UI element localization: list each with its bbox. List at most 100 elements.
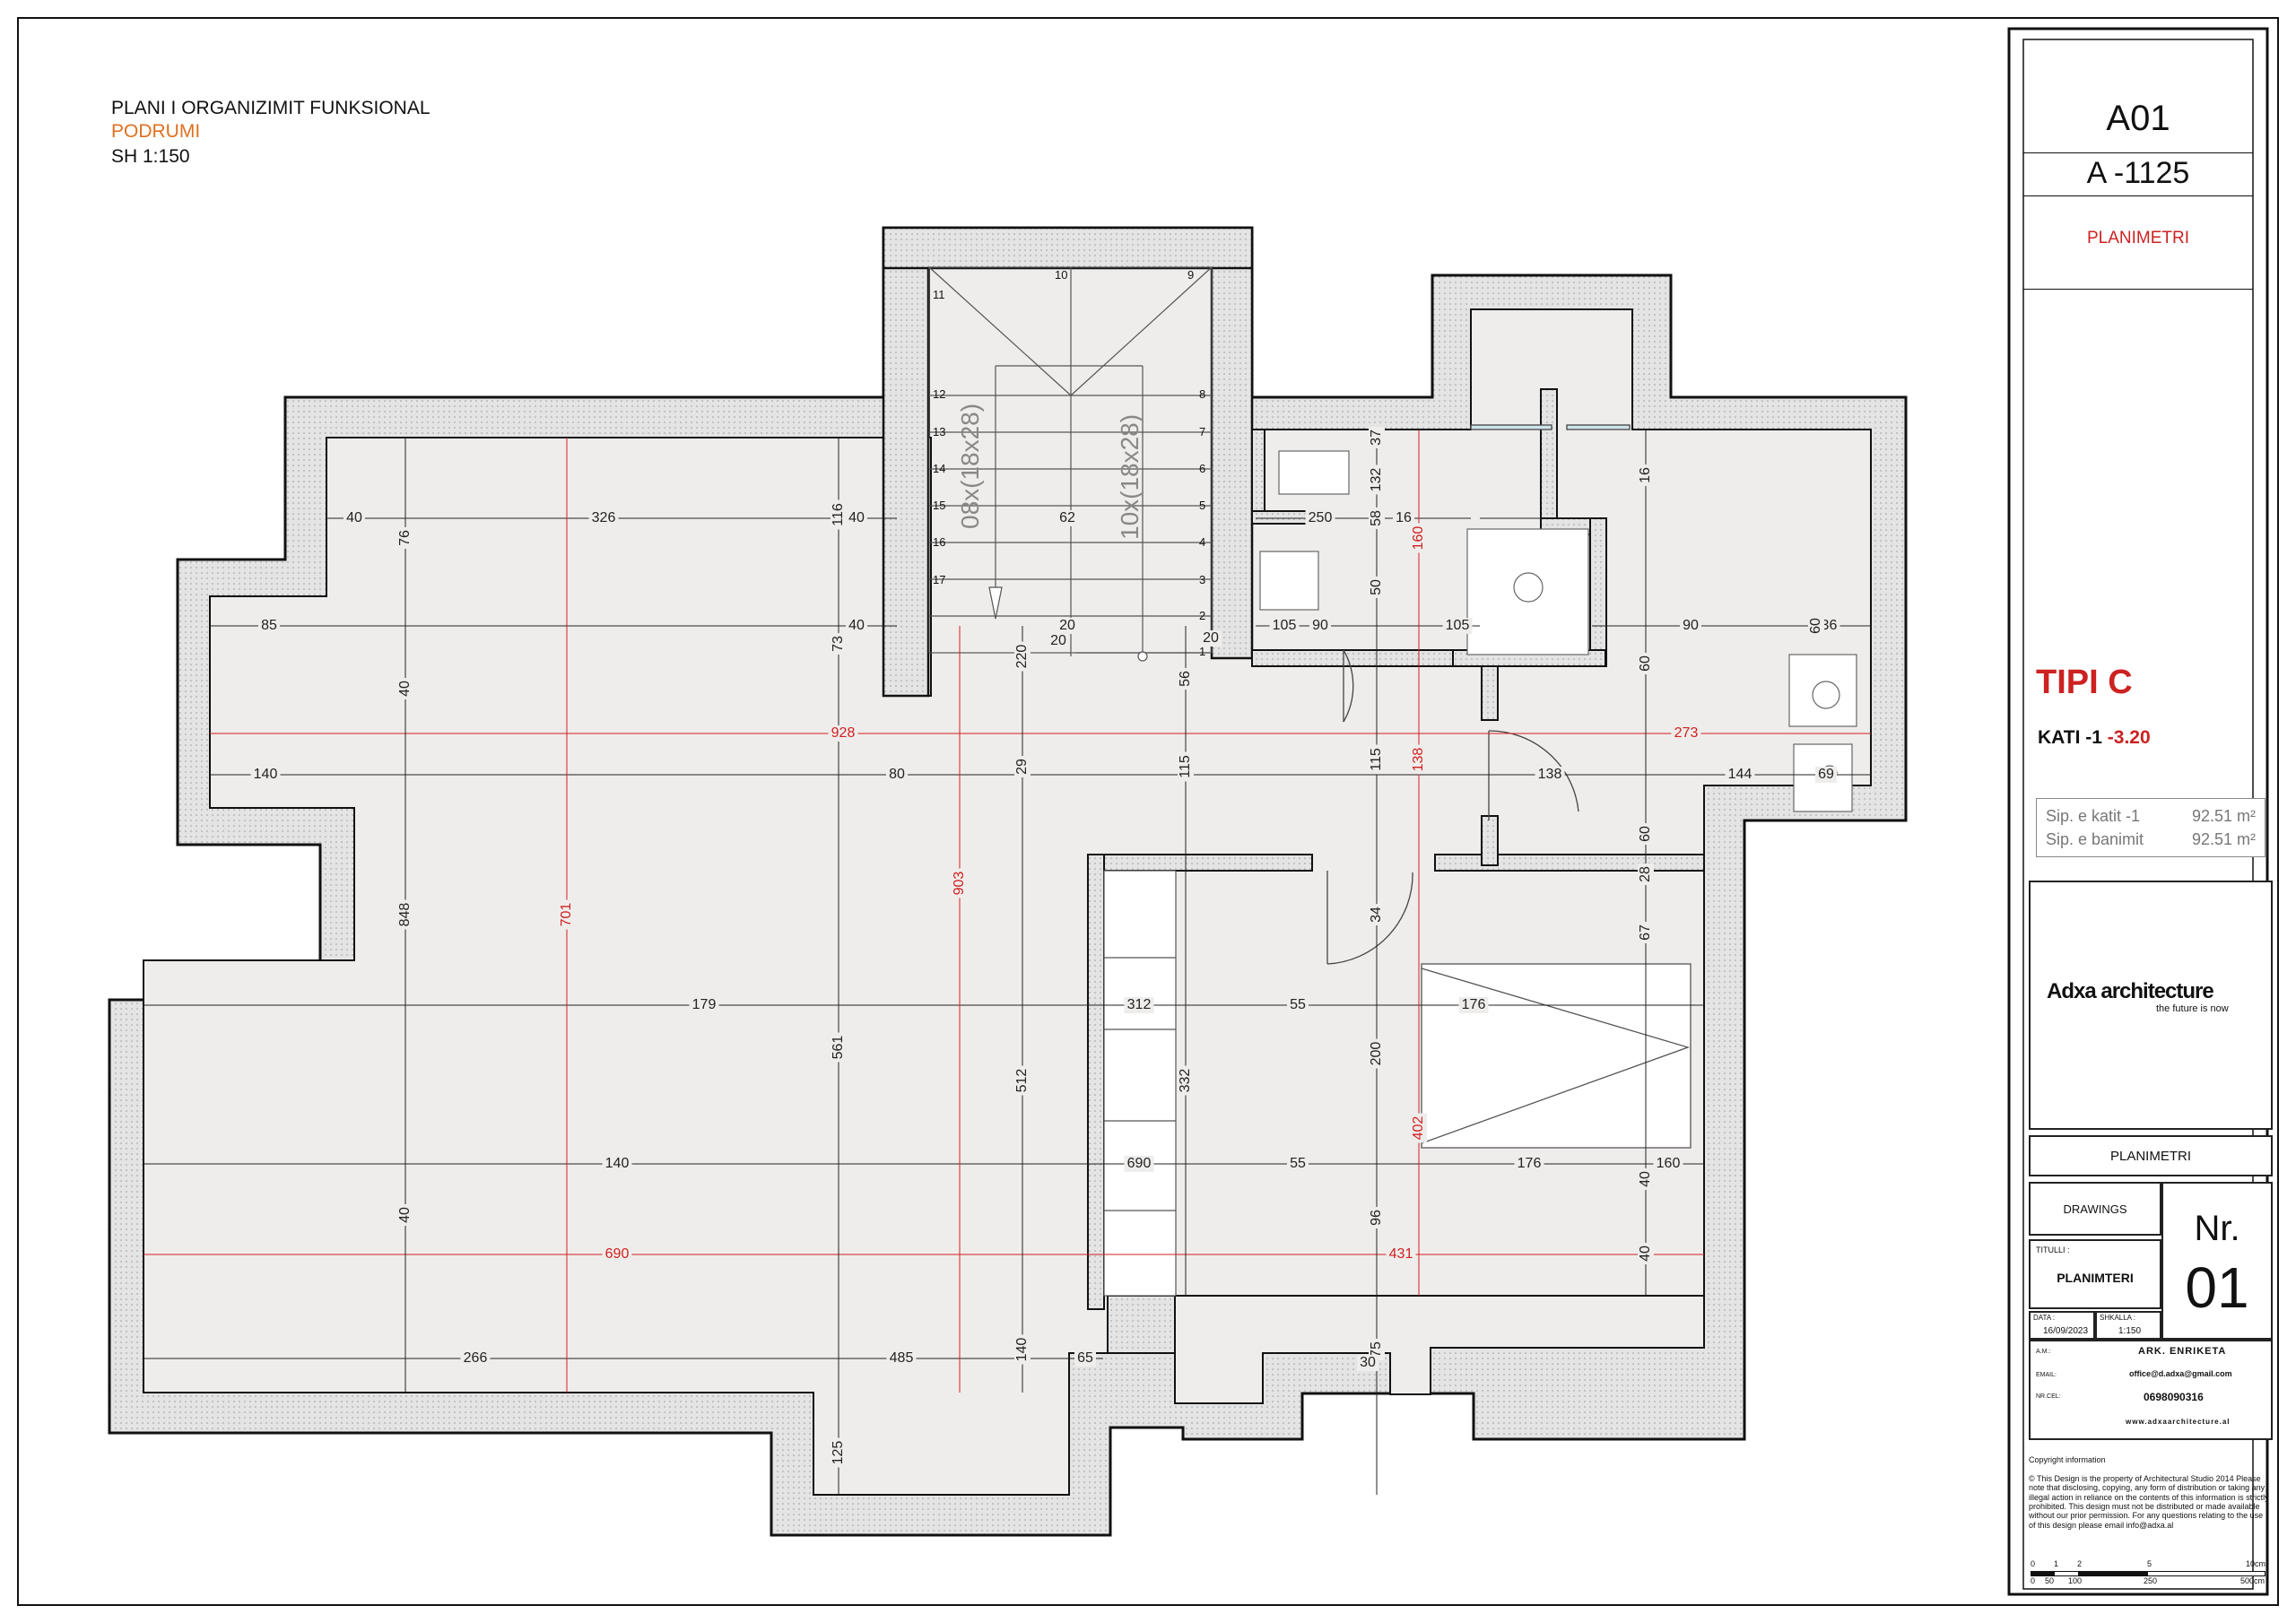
titulli-box: TITULLI : PLANIMTERI bbox=[2029, 1239, 2161, 1309]
floor-area bbox=[143, 266, 1872, 1496]
dimension-label: 144 bbox=[1728, 767, 1752, 782]
stair-step-number: 13 bbox=[933, 425, 946, 438]
plan-scale: SH 1:150 bbox=[111, 146, 190, 167]
stair-step-number: 6 bbox=[1199, 462, 1206, 475]
dimension-label: 40 bbox=[346, 510, 362, 525]
dimension-label: 138 bbox=[1411, 748, 1426, 772]
stair-step-number: 15 bbox=[933, 499, 946, 512]
dimension-label: 20 bbox=[1203, 630, 1219, 646]
dimension-label: 903 bbox=[952, 872, 967, 896]
dimension-label: 326 bbox=[592, 510, 616, 525]
dimension-label: 60 bbox=[1638, 655, 1653, 672]
dimension-label: 200 bbox=[1369, 1042, 1384, 1066]
type-title: TIPI C bbox=[2036, 664, 2133, 701]
dimension-label: 140 bbox=[1014, 1338, 1030, 1362]
dimension-label: 140 bbox=[254, 767, 278, 782]
stair-step-number: 7 bbox=[1199, 425, 1206, 438]
dimension-label: 160 bbox=[1657, 1156, 1681, 1171]
dimension-label: 179 bbox=[692, 997, 717, 1012]
dimension-label: 40 bbox=[397, 681, 413, 697]
brand-tagline: the future is now bbox=[2156, 1003, 2229, 1014]
dimension-label: 132 bbox=[1369, 468, 1384, 492]
dimension-label: 701 bbox=[559, 903, 574, 927]
number-box: Nr. 01 bbox=[2161, 1182, 2273, 1340]
area-table: Sip. e katit -1 92.51 m² Sip. e banimit … bbox=[2036, 798, 2266, 857]
stair-step-number: 8 bbox=[1199, 387, 1206, 401]
stair-flight-left-label: 08x(18x28) bbox=[956, 403, 984, 529]
planimetri-box: PLANIMETRI bbox=[2029, 1135, 2273, 1176]
dimension-label: 312 bbox=[1127, 997, 1152, 1012]
stair-step-number: 11 bbox=[933, 288, 945, 301]
stair-step-number: 4 bbox=[1199, 535, 1206, 549]
dimension-lines: 4032640116407640857340140808481795615123… bbox=[144, 427, 1871, 1495]
contact-box: A.M.: ARK. ENRIKETA EMAIL: office@d.adxa… bbox=[2029, 1340, 2273, 1440]
dimension-label: 266 bbox=[464, 1350, 488, 1366]
dimension-label: 105 bbox=[1273, 618, 1297, 633]
dimension-label: 90 bbox=[1312, 618, 1328, 633]
dimension-label: 105 bbox=[1446, 618, 1470, 633]
dimension-label: 273 bbox=[1674, 725, 1699, 741]
dimension-label: 138 bbox=[1538, 767, 1562, 782]
dimension-label: 90 bbox=[1683, 618, 1699, 633]
sheet-code: A01 bbox=[2106, 99, 2170, 138]
dimension-label: 20 bbox=[1050, 633, 1066, 648]
dimension-label: 690 bbox=[605, 1246, 630, 1262]
dimension-label: 40 bbox=[1638, 1171, 1653, 1187]
dimension-label: 40 bbox=[848, 618, 865, 633]
section-label: PLANIMETRI bbox=[2086, 229, 2190, 247]
stair-step-number: 1 bbox=[1199, 645, 1206, 658]
bed bbox=[1421, 963, 1692, 1149]
dimension-label: 20 bbox=[1059, 618, 1075, 633]
dimension-label: 55 bbox=[1290, 997, 1306, 1012]
plan-title: PLANI I ORGANIZIMIT FUNKSIONAL bbox=[111, 98, 430, 118]
dimension-label: 125 bbox=[831, 1441, 846, 1465]
stair-step-number: 3 bbox=[1199, 573, 1206, 586]
dimension-label: 58 bbox=[1369, 510, 1384, 526]
dimension-label: 160 bbox=[1411, 526, 1426, 551]
plan-subtitle: PODRUMI bbox=[111, 121, 201, 142]
stair-step-number: 10 bbox=[1055, 268, 1068, 282]
dimension-label: 80 bbox=[889, 767, 905, 782]
dimension-label: 16 bbox=[1396, 510, 1412, 525]
dimension-label: 116 bbox=[831, 503, 846, 526]
dimension-label: 848 bbox=[397, 903, 413, 927]
dimension-label: 332 bbox=[1178, 1069, 1193, 1093]
doors bbox=[1326, 424, 1631, 965]
dimension-label: 40 bbox=[1638, 1245, 1653, 1262]
stair-step-number: 17 bbox=[933, 573, 946, 586]
dimension-label: 65 bbox=[1077, 1350, 1093, 1366]
dimension-label: 140 bbox=[605, 1156, 630, 1171]
dimension-label: 115 bbox=[1178, 755, 1193, 778]
dimension-label: 176 bbox=[1462, 997, 1486, 1012]
dimension-label: 37 bbox=[1369, 430, 1384, 446]
floor-label: KATI -1 -3.20 bbox=[2038, 727, 2151, 748]
stair-step-number: 12 bbox=[933, 387, 946, 401]
dimension-label: 56 bbox=[1178, 671, 1193, 687]
dimension-label: 34 bbox=[1369, 907, 1384, 923]
dimension-label: 62 bbox=[1059, 510, 1075, 525]
brand-logo: Adxa architecture bbox=[2047, 979, 2214, 1003]
dimension-label: 402 bbox=[1411, 1116, 1426, 1141]
dimension-label: 431 bbox=[1389, 1246, 1413, 1262]
dimension-label: 76 bbox=[397, 530, 413, 546]
dimension-label: 512 bbox=[1014, 1069, 1030, 1093]
dimension-label: 75 bbox=[1369, 1341, 1384, 1358]
dimension-label: 561 bbox=[831, 1036, 846, 1060]
stair-step-number: 16 bbox=[933, 535, 946, 549]
dimension-label: 485 bbox=[890, 1350, 914, 1366]
dimension-label: 30 bbox=[1360, 1355, 1376, 1370]
shkalla-box: SHKALLA : 1:150 bbox=[2095, 1311, 2161, 1340]
dimension-label: 60 bbox=[1638, 826, 1653, 842]
data-box: DATA : 16/09/2023 bbox=[2029, 1311, 2095, 1340]
stair-flight-right-label: 10x(18x28) bbox=[1116, 413, 1144, 540]
dimension-label: 40 bbox=[848, 510, 865, 525]
dimension-label: 28 bbox=[1638, 866, 1653, 882]
dimension-label: 50 bbox=[1369, 579, 1384, 595]
drawings-box: DRAWINGS bbox=[2029, 1182, 2161, 1236]
dimension-label: 115 bbox=[1369, 748, 1384, 771]
stair-step-number: 14 bbox=[933, 462, 946, 475]
copyright-text: © This Design is the property of Archite… bbox=[2029, 1474, 2269, 1530]
dimension-label: 220 bbox=[1014, 645, 1030, 669]
